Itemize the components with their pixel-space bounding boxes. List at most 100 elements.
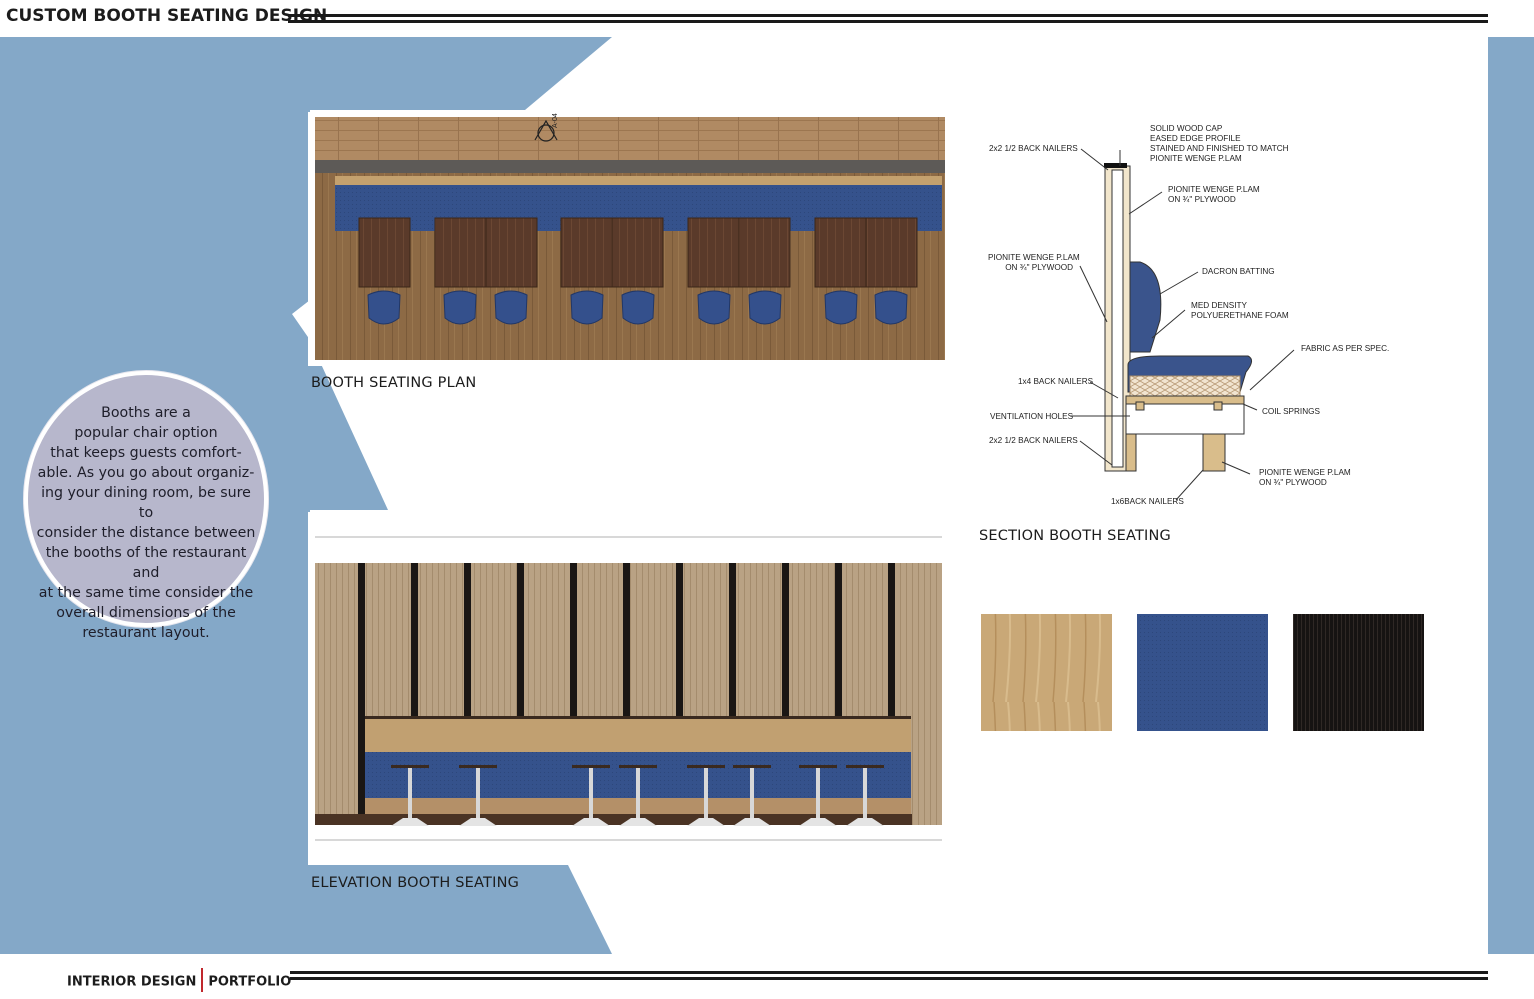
intro-line: Booths are a bbox=[101, 405, 191, 421]
note-back-nailers-bottom: 2x2 1/2 BACK NAILERS bbox=[989, 436, 1078, 445]
elevation-stool-base bbox=[846, 818, 884, 826]
note-line: EASED EDGE PROFILE bbox=[1150, 134, 1241, 143]
elevation-batten bbox=[517, 563, 524, 718]
elevation-batten bbox=[358, 563, 365, 825]
plan-table bbox=[358, 217, 411, 288]
light-oak-wood-swatch bbox=[981, 614, 1112, 731]
elevation-label: ELEVATION BOOTH SEATING bbox=[311, 875, 520, 891]
note-line: STAINED AND FINISHED TO MATCH bbox=[1150, 144, 1289, 153]
elevation-stool-post bbox=[408, 768, 412, 818]
note-1x6-nailers: 1x6BACK NAILERS bbox=[1111, 497, 1184, 506]
note-line: PIONITE WENGE P.LAM bbox=[1150, 154, 1242, 163]
plan-chair bbox=[367, 290, 401, 325]
intro-line: the booths of the restaurant and bbox=[45, 545, 247, 581]
section-booth-seating-drawing bbox=[1070, 148, 1295, 501]
elevation-booth-seating-drawing bbox=[315, 536, 942, 841]
plan-chair bbox=[697, 290, 731, 325]
intro-bubble bbox=[24, 371, 268, 627]
elevation-stool-post bbox=[750, 768, 754, 818]
blue-fabric-swatch bbox=[1137, 614, 1268, 731]
elevation-stool-base bbox=[572, 818, 610, 826]
elevation-batten bbox=[676, 563, 683, 718]
elevation-stool-top bbox=[733, 765, 771, 768]
elevation-stool-base bbox=[391, 818, 429, 826]
elevation-stool-top bbox=[687, 765, 725, 768]
note-line: PIONITE WENGE P.LAM bbox=[1259, 468, 1351, 477]
elevation-stool-post bbox=[816, 768, 820, 818]
plan-chair bbox=[443, 290, 477, 325]
note-line: SOLID WOOD CAP bbox=[1150, 124, 1223, 133]
elevation-stool-post bbox=[636, 768, 640, 818]
elevation-stool-base bbox=[459, 818, 497, 826]
plan-chair bbox=[570, 290, 604, 325]
intro-text: Booths are a popular chair option that k… bbox=[34, 403, 258, 643]
elevation-stool-top bbox=[391, 765, 429, 768]
elevation-batten bbox=[729, 563, 736, 718]
elevation-stool-post bbox=[476, 768, 480, 818]
plan-section-marker: A-04 bbox=[552, 113, 559, 128]
plan-chair bbox=[621, 290, 655, 325]
intro-line: able. As you go about organiz- bbox=[37, 465, 255, 481]
note-cap: SOLID WOOD CAP EASED EDGE PROFILE STAINE… bbox=[1150, 124, 1289, 164]
elevation-stool-top bbox=[459, 765, 497, 768]
elevation-stool-top bbox=[619, 765, 657, 768]
plan-chair bbox=[748, 290, 782, 325]
note-ventilation: VENTILATION HOLES bbox=[990, 412, 1074, 421]
elevation-stool-base bbox=[799, 818, 837, 826]
header-rule bbox=[288, 14, 1488, 23]
intro-line: popular chair option bbox=[74, 425, 218, 441]
note-plam-left: PIONITE WENGE P.LAM ON ¾" PLYWOOD bbox=[988, 253, 1080, 273]
plan-chair bbox=[824, 290, 858, 325]
elevation-stool-base bbox=[619, 818, 657, 826]
footer-right: PORTFOLIO bbox=[208, 974, 292, 990]
note-line: POLYUERETHANE FOAM bbox=[1191, 311, 1289, 320]
plan-chair bbox=[494, 290, 528, 325]
elevation-stool-top bbox=[846, 765, 884, 768]
elevation-batten bbox=[570, 563, 577, 718]
note-coil: COIL SPRINGS bbox=[1262, 407, 1320, 416]
note-back-nailers-1x4: 1x4 BACK NAILERS bbox=[1018, 377, 1094, 386]
elevation-batten bbox=[464, 563, 471, 718]
elevation-stool-post bbox=[704, 768, 708, 818]
note-line: ON ¾" PLYWOOD bbox=[1259, 478, 1327, 487]
footer-left: INTERIOR DESIGN bbox=[67, 974, 197, 990]
elevation-batten bbox=[623, 563, 630, 718]
intro-line: ing your dining room, be sure to bbox=[41, 485, 251, 521]
page-title: CUSTOM BOOTH SEATING DESIGN bbox=[6, 6, 328, 26]
note-line: PIONITE WENGE P.LAM bbox=[1168, 185, 1260, 194]
wenge-laminate-swatch bbox=[1293, 614, 1424, 731]
note-line: PIONITE WENGE P.LAM bbox=[988, 253, 1080, 262]
plan-label: BOOTH SEATING PLAN bbox=[311, 375, 477, 391]
elevation-stool-post bbox=[589, 768, 593, 818]
note-foam: MED DENSITY POLYUERETHANE FOAM bbox=[1191, 301, 1289, 321]
elevation-batten bbox=[888, 563, 895, 718]
note-line: ON ¾" PLYWOOD bbox=[1168, 195, 1236, 204]
footer: INTERIOR DESIGN PORTFOLIO bbox=[67, 968, 292, 994]
elevation-stool-top bbox=[572, 765, 610, 768]
intro-line: overall dimensions of the bbox=[56, 605, 236, 621]
note-plam-bottom: PIONITE WENGE P.LAM ON ¾" PLYWOOD bbox=[1259, 468, 1351, 488]
section-label: SECTION BOOTH SEATING bbox=[979, 528, 1171, 544]
elevation-stool-post bbox=[863, 768, 867, 818]
note-plam-top: PIONITE WENGE P.LAM ON ¾" PLYWOOD bbox=[1168, 185, 1260, 205]
intro-line: restaurant layout. bbox=[82, 625, 210, 641]
note-dacron: DACRON BATTING bbox=[1202, 267, 1275, 276]
elevation-stool-top bbox=[799, 765, 837, 768]
elevation-stool-base bbox=[687, 818, 725, 826]
note-back-nailers-top: 2x2 1/2 BACK NAILERS bbox=[989, 144, 1078, 153]
intro-line: consider the distance between bbox=[36, 525, 256, 541]
elevation-batten bbox=[835, 563, 842, 718]
footer-rule bbox=[290, 971, 1488, 980]
intro-line: that keeps guests comfort- bbox=[50, 445, 242, 461]
booth-seating-plan-drawing bbox=[315, 117, 945, 360]
note-line: MED DENSITY bbox=[1191, 301, 1247, 310]
note-line: ON ¾" PLYWOOD bbox=[1005, 263, 1073, 272]
elevation-batten bbox=[782, 563, 789, 718]
intro-line: at the same time consider the bbox=[38, 585, 254, 601]
note-fabric: FABRIC AS PER SPEC. bbox=[1301, 344, 1390, 353]
footer-separator bbox=[201, 968, 204, 992]
elevation-batten bbox=[411, 563, 418, 718]
plan-chair bbox=[874, 290, 908, 325]
elevation-stool-base bbox=[733, 818, 771, 826]
